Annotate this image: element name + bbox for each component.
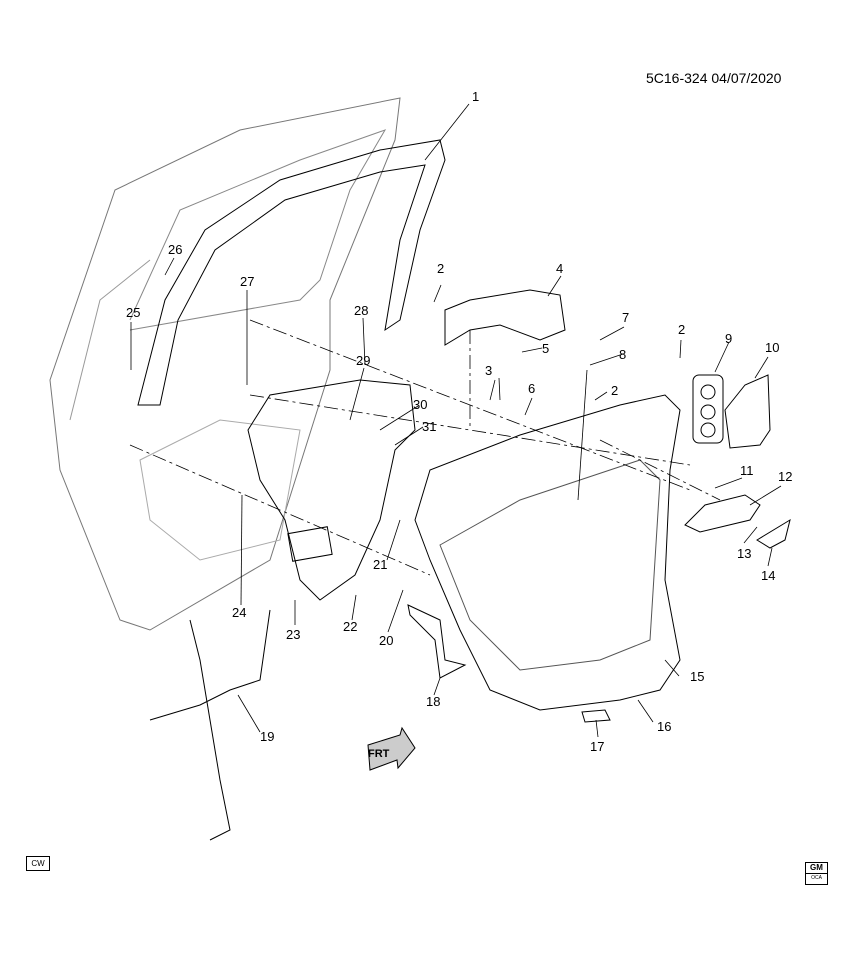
- harness-part-19: [189, 619, 231, 841]
- callout-26[interactable]: 26: [168, 242, 183, 257]
- module-panel-23: [247, 379, 416, 601]
- callout-14[interactable]: 14: [761, 568, 776, 583]
- callout-12[interactable]: 12: [778, 469, 793, 484]
- callout-10[interactable]: 10: [765, 340, 780, 355]
- callout-2[interactable]: 2: [437, 261, 445, 276]
- callout-4[interactable]: 4: [556, 261, 564, 276]
- callout-6[interactable]: 6: [528, 381, 536, 396]
- callout-22[interactable]: 22: [343, 619, 358, 634]
- callout-25[interactable]: 25: [126, 305, 141, 320]
- callout-20[interactable]: 20: [379, 633, 394, 648]
- callout-15[interactable]: 15: [690, 669, 705, 684]
- callout-21[interactable]: 21: [373, 557, 388, 572]
- gm-logo-text: GM: [810, 863, 823, 872]
- callout-28[interactable]: 28: [354, 303, 369, 318]
- cap-part-14: [756, 518, 791, 549]
- callout-2c[interactable]: 2: [611, 383, 619, 398]
- callout-27[interactable]: 27: [240, 274, 255, 289]
- cover-part-10: [724, 374, 771, 449]
- callout-5[interactable]: 5: [542, 341, 550, 356]
- callout-23[interactable]: 23: [286, 627, 301, 642]
- cw-badge: CW: [26, 856, 50, 871]
- callout-19[interactable]: 19: [260, 729, 275, 744]
- callout-9[interactable]: 9: [725, 331, 733, 346]
- callout-3[interactable]: 3: [485, 363, 493, 378]
- callout-13[interactable]: 13: [737, 546, 752, 561]
- callout-8[interactable]: 8: [619, 347, 627, 362]
- callout-2b[interactable]: 2: [678, 322, 686, 337]
- callout-24[interactable]: 24: [232, 605, 247, 620]
- callout-29[interactable]: 29: [356, 353, 371, 368]
- callout-1[interactable]: 1: [472, 89, 480, 104]
- window-run-seal: [137, 139, 446, 406]
- shield-part-18: [407, 604, 467, 679]
- callout-16[interactable]: 16: [657, 719, 672, 734]
- bezel-part-17: [581, 709, 611, 723]
- trim-panel-15: [414, 394, 681, 711]
- gm-logo-sub: OCA: [806, 873, 827, 882]
- door-shell: [49, 97, 401, 631]
- handle-part-12: [684, 494, 761, 533]
- bracket-part-4: [444, 289, 566, 346]
- drawing-id-date: 5C16-324 04/07/2020: [646, 70, 782, 86]
- callout-18[interactable]: 18: [426, 694, 441, 709]
- door-window-frame: [129, 129, 387, 331]
- front-label: FRT: [368, 748, 390, 760]
- callout-11[interactable]: 11: [740, 463, 754, 478]
- front-arrow-icon: [367, 726, 416, 771]
- gm-logo: GM OCA: [805, 862, 828, 885]
- callout-30[interactable]: 30: [413, 397, 428, 412]
- callout-7[interactable]: 7: [622, 310, 630, 325]
- callout-17[interactable]: 17: [590, 739, 605, 754]
- callout-31[interactable]: 31: [422, 419, 437, 434]
